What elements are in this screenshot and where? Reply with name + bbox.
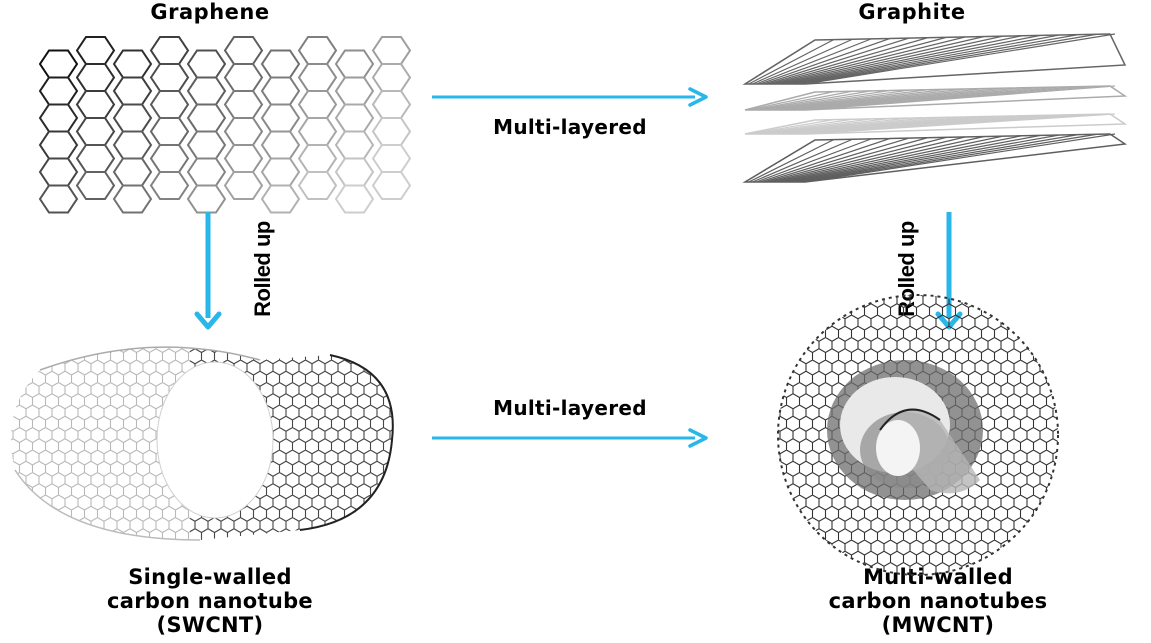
graphene-hexagon	[186, 184, 227, 214]
graphene-hexagon	[149, 171, 190, 200]
graphene-hexagon	[371, 171, 412, 200]
multi-layered-label-bottom: Multi-layered	[493, 396, 647, 420]
graphene-hexagon	[223, 63, 264, 92]
graphene-hexagon	[371, 36, 412, 65]
graphene-hexagon	[149, 117, 190, 146]
graphene-hexagon	[297, 171, 338, 200]
graphene-hexagon	[260, 157, 301, 187]
multi-layered-label-top: Multi-layered	[493, 115, 647, 139]
arrow-multilayer-bottom	[432, 428, 708, 448]
graphene-hexagon	[297, 36, 338, 65]
graphene-hexagon	[112, 184, 153, 214]
graphite-sheet	[742, 33, 1127, 85]
graphene-hexagon	[223, 144, 264, 173]
graphene-hexagon	[112, 76, 153, 106]
graphene-hexagon	[371, 90, 412, 119]
graphene-lattice	[38, 36, 412, 214]
graphene-hexagon	[38, 184, 79, 214]
mwcnt-caption-line3: (MWCNT)	[881, 613, 995, 637]
graphene-hexagon	[260, 184, 301, 214]
graphene-hexagon	[112, 130, 153, 160]
graphene-hexagon	[371, 144, 412, 173]
graphene-hexagon	[297, 90, 338, 119]
graphene-hexagon	[297, 63, 338, 92]
graphene-hexagon	[75, 90, 116, 119]
graphene-hexagon	[149, 63, 190, 92]
graphene-hexagon	[223, 90, 264, 119]
swcnt-caption-line3: (SWCNT)	[156, 613, 264, 637]
graphene-hexagon	[38, 49, 79, 79]
graphene-hexagon	[38, 157, 79, 187]
graphene-hexagon	[334, 157, 375, 187]
graphene-hexagon	[186, 76, 227, 106]
graphite-title: Graphite	[858, 0, 966, 24]
graphene-hexagon	[334, 184, 375, 214]
graphene-hexagon	[38, 76, 79, 106]
graphene-hexagon	[75, 171, 116, 200]
graphene-hexagon	[297, 117, 338, 146]
graphene-hexagon	[371, 63, 412, 92]
graphene-hexagon	[75, 144, 116, 173]
graphene-hexagon	[260, 49, 301, 79]
graphene-hexagon	[75, 63, 116, 92]
mwcnt-illustration	[777, 294, 1059, 576]
graphite-sheet	[744, 85, 1128, 111]
graphene-hexagon	[334, 103, 375, 133]
arrow-multilayer-top	[432, 87, 708, 107]
graphene-hexagon	[223, 171, 264, 200]
graphite-sheet	[742, 133, 1128, 183]
graphene-hexagon	[260, 130, 301, 160]
graphene-hexagon	[186, 130, 227, 160]
graphene-hexagon	[186, 103, 227, 133]
graphene-hexagon	[223, 117, 264, 146]
swcnt-illustration	[10, 346, 394, 541]
graphite-layers	[742, 33, 1128, 183]
graphene-hexagon	[75, 36, 116, 65]
graphene-hexagon	[149, 90, 190, 119]
mwcnt-caption-line2: carbon nanotubes	[828, 589, 1048, 613]
graphene-hexagon	[112, 49, 153, 79]
graphene-hexagon	[371, 117, 412, 146]
graphene-hexagon	[223, 36, 264, 65]
arrow-rolled-up-left	[194, 212, 222, 330]
graphene-hexagon	[260, 76, 301, 106]
graphene-hexagon	[334, 76, 375, 106]
graphene-hexagon	[297, 144, 338, 173]
graphene-hexagon	[75, 117, 116, 146]
swcnt-caption: Single-walled carbon nanotube (SWCNT)	[90, 565, 330, 637]
graphene-hexagon	[112, 157, 153, 187]
graphene-hexagon	[38, 130, 79, 160]
graphene-hexagon	[186, 157, 227, 187]
graphene-hexagon	[149, 36, 190, 65]
graphene-hexagon	[38, 103, 79, 133]
swcnt-caption-line1: Single-walled	[128, 565, 292, 589]
graphene-hexagon	[260, 103, 301, 133]
graphene-hexagon	[334, 49, 375, 79]
graphene-hexagon	[186, 49, 227, 79]
graphite-sheet	[744, 113, 1128, 135]
graphene-hexagon	[149, 144, 190, 173]
graphene-title: Graphene	[150, 0, 270, 24]
graphene-hexagon	[112, 103, 153, 133]
mwcnt-caption: Multi-walled carbon nanotubes (MWCNT)	[818, 565, 1058, 637]
swcnt-caption-line2: carbon nanotube	[107, 589, 313, 613]
graphene-hexagon	[334, 130, 375, 160]
